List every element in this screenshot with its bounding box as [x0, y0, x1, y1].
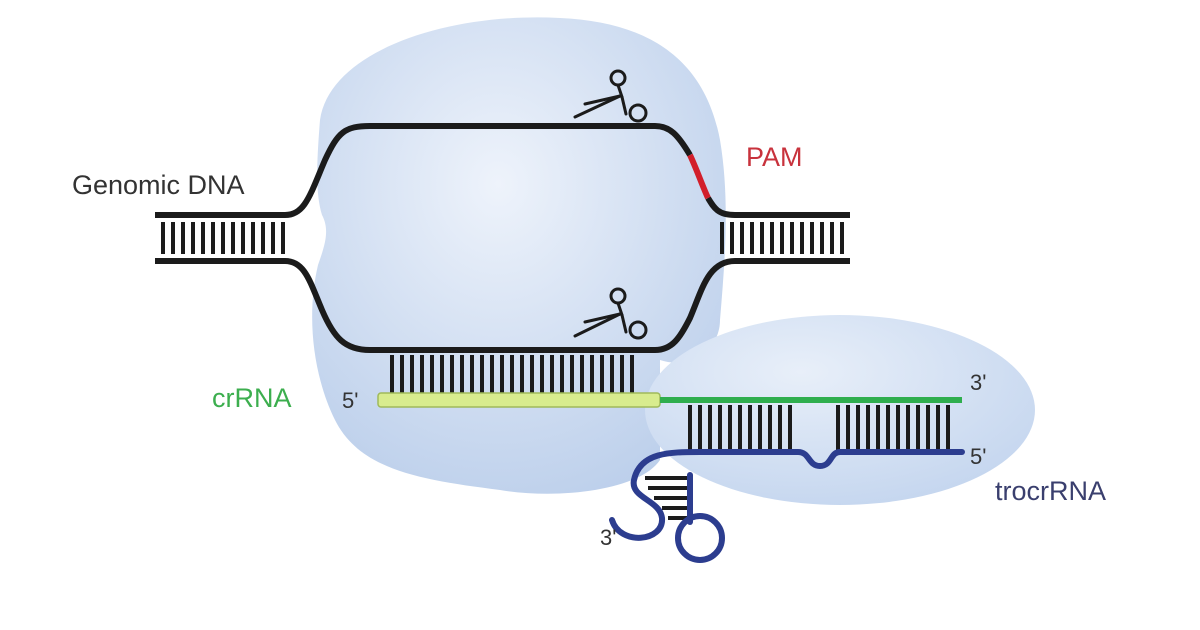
- dna-left-duplex-rungs: [161, 222, 285, 254]
- tracrrna-5prime-label: 5': [970, 444, 986, 469]
- dna-top-strand: [155, 123, 693, 218]
- dna-crrna-base-pairs: [390, 355, 634, 393]
- crrna-5prime-label: 5': [342, 388, 358, 413]
- dna-bottom-strand: [155, 258, 850, 353]
- tracrrna: [609, 449, 965, 563]
- crrna: [377, 392, 962, 408]
- tracrrna-hairpin-rungs: [645, 476, 690, 520]
- genomic-dna-label: Genomic DNA: [72, 170, 245, 200]
- dna-right-duplex-rungs: [720, 222, 844, 254]
- tracrrna-strand: [609, 449, 965, 541]
- scissors-icon-bottom: [573, 287, 648, 340]
- tracrrna-hairpin-loop: [675, 513, 725, 563]
- pam-segment: [687, 153, 711, 200]
- scissors-icon-top: [573, 69, 648, 123]
- crrna-3prime-label: 3': [970, 370, 986, 395]
- tracrrna-label: trocrRNA: [995, 476, 1106, 506]
- crrna-label: crRNA: [212, 383, 292, 413]
- genomic-dna: [155, 123, 850, 353]
- crrna-spacer: [377, 392, 661, 408]
- crrna-tracrrna-base-pairs: [688, 405, 950, 450]
- dna-top-strand-right: [705, 196, 850, 218]
- pam-label: PAM: [746, 142, 803, 172]
- tracrrna-3prime-label: 3': [600, 525, 616, 550]
